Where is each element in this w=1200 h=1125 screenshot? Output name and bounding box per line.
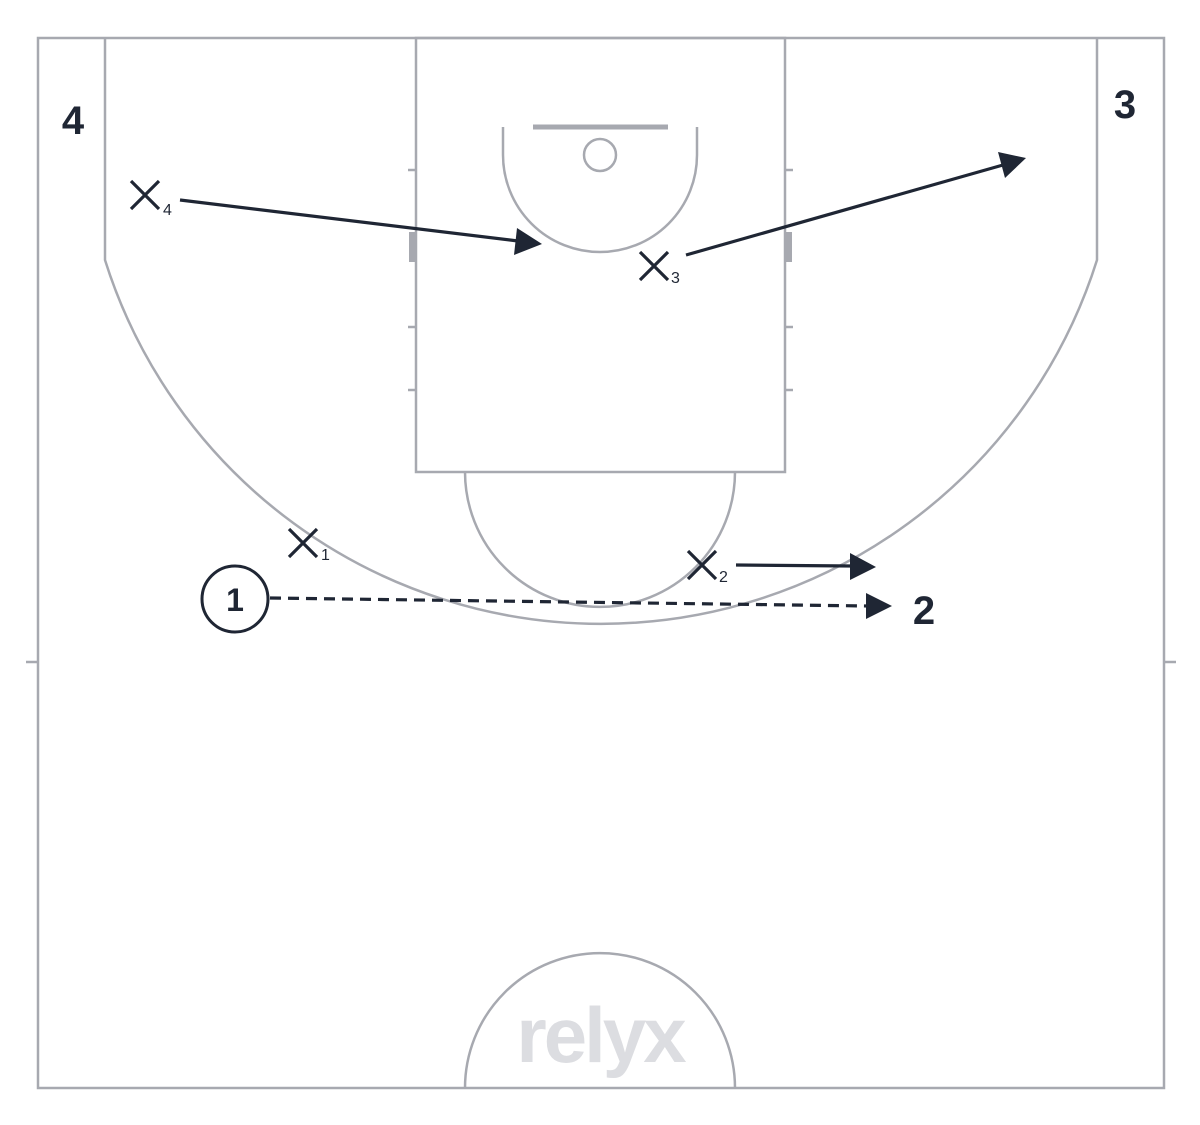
watermark-logo: relyx — [516, 991, 686, 1079]
ball-handler-1: 1 — [200, 564, 270, 634]
offense-player-4-label: 4 — [62, 99, 85, 143]
lane-block-right — [785, 232, 792, 262]
defender-x1: 1 — [287, 527, 330, 564]
defender-x2: 2 — [686, 549, 728, 586]
defender-x2-sub: 2 — [719, 569, 728, 586]
action-lines — [179, 152, 1026, 619]
restricted-area-arc — [501, 127, 699, 254]
offense-player-2-label: 2 — [913, 589, 935, 633]
offense-player-3-label: 3 — [1114, 83, 1136, 127]
defender-x4: 4 — [129, 179, 172, 219]
rim — [582, 137, 618, 173]
ball-handler-circle — [200, 564, 270, 634]
defender-x3: 3 — [638, 250, 680, 287]
x2-move-line — [735, 563, 853, 568]
ball-handler-label: 1 — [226, 582, 244, 618]
x2-move-arrowhead — [850, 553, 876, 580]
defender-x2-mark — [686, 549, 718, 581]
x3-move-arrowhead — [998, 152, 1026, 178]
center-circle — [463, 951, 737, 1089]
pass-1-to-2-line — [269, 596, 869, 608]
defender-x1-mark — [287, 527, 319, 559]
x3-move-line — [685, 163, 1004, 257]
three-point-line — [103, 38, 1099, 626]
defender-x4-sub: 4 — [163, 202, 172, 219]
offensive-players: 1 2 3 4 — [62, 83, 1136, 634]
defender-x3-sub: 3 — [671, 270, 680, 287]
free-throw-circle — [463, 471, 737, 609]
court-lines — [26, 36, 1176, 1090]
defensive-players: 1 2 3 4 — [129, 179, 728, 586]
lane-block-left — [409, 232, 416, 262]
defender-x3-mark — [638, 250, 670, 282]
x4-move-arrowhead — [514, 228, 542, 255]
defender-x4-mark — [129, 179, 161, 211]
defender-x1-sub: 1 — [321, 547, 330, 564]
paint-key — [414, 36, 787, 474]
x4-move-line — [179, 198, 519, 243]
court-boundary — [36, 36, 1166, 1090]
pass-1-to-2-arrowhead — [866, 593, 892, 619]
